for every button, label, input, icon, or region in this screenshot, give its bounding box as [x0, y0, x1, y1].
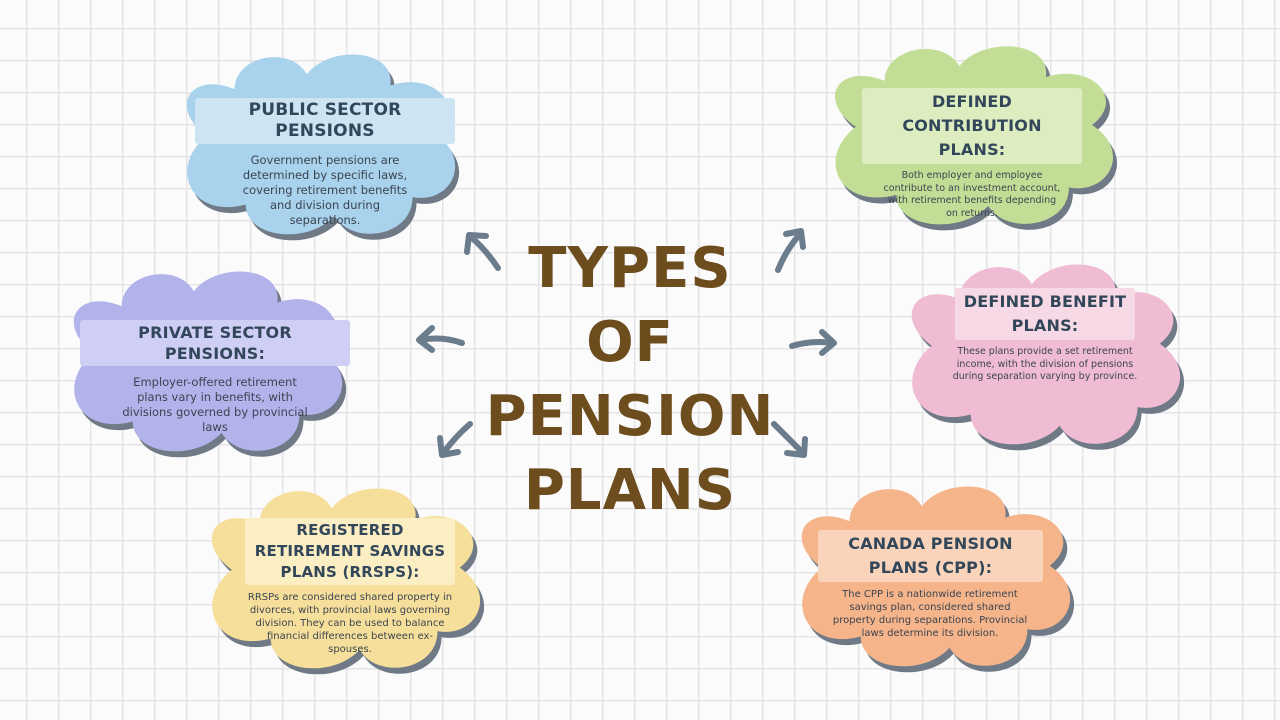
arrow-to-cpp — [771, 421, 808, 458]
card-body: Both employer and employee contribute to… — [883, 170, 1061, 219]
card-defined-benefit: DEFINED BENEFIT PLANS: These plans provi… — [952, 288, 1138, 384]
card-title: DEFINED BENEFIT PLANS: — [955, 288, 1135, 340]
card-private-sector: PRIVATE SECTOR PENSIONS: Employer-offere… — [80, 320, 350, 435]
card-title: PRIVATE SECTOR PENSIONS: — [80, 320, 350, 366]
card-defined-contribution: DEFINED CONTRIBUTION PLANS: Both employe… — [862, 88, 1082, 220]
card-title: CANADA PENSION PLANS (CPP): — [818, 530, 1043, 582]
card-cpp: CANADA PENSION PLANS (CPP): The CPP is a… — [818, 530, 1043, 640]
arrow-to-defined-benefit — [789, 329, 837, 356]
title-line-1: TYPES OF — [528, 236, 732, 375]
card-body: These plans provide a set retirement inc… — [952, 346, 1138, 382]
arrow-to-defined-contribution — [775, 228, 806, 273]
title-line-2: PENSION — [485, 384, 775, 449]
diagram-title: TYPES OF PENSION PLANS — [485, 232, 775, 528]
card-body: Government pensions are determined by sp… — [242, 153, 408, 227]
card-title: PUBLIC SECTOR PENSIONS — [195, 98, 455, 144]
arrow-to-public-sector — [464, 232, 501, 271]
arrow-to-private-sector — [416, 325, 465, 353]
arrow-to-rrsp — [437, 421, 473, 458]
card-body: The CPP is a nationwide retirement savin… — [832, 589, 1028, 639]
card-title: DEFINED CONTRIBUTION PLANS: — [862, 88, 1082, 164]
card-public-sector: PUBLIC SECTOR PENSIONS Government pensio… — [195, 98, 455, 228]
card-body: RRSPs are considered shared property in … — [247, 592, 453, 655]
card-rrsp: REGISTERED RETIREMENT SAVINGS PLANS (RRS… — [245, 518, 455, 656]
card-body: Employer-offered retirement plans vary i… — [122, 375, 308, 434]
title-line-3: PLANS — [523, 458, 737, 523]
card-title: REGISTERED RETIREMENT SAVINGS PLANS (RRS… — [245, 518, 455, 585]
